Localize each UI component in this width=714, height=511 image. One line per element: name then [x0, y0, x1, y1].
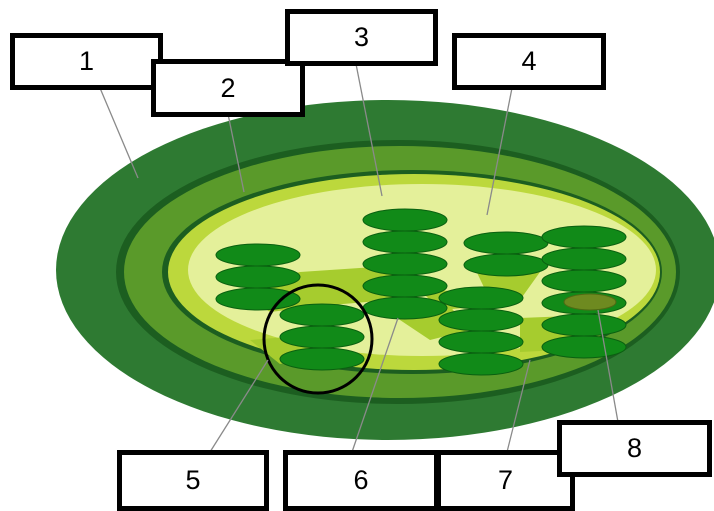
granum-highlight-circle [262, 283, 374, 395]
label-box-4: 4 [452, 33, 606, 90]
label-box-8: 8 [557, 420, 712, 477]
label-text-6: 6 [353, 465, 369, 495]
highlighted-disc [563, 293, 617, 311]
label-text-4: 4 [521, 46, 537, 76]
granum-center [362, 208, 448, 320]
granum-circled [279, 303, 365, 371]
leader-line-6 [351, 317, 399, 453]
leader-line-8 [597, 309, 619, 423]
label-box-1: 1 [10, 33, 163, 90]
leader-line-5 [209, 359, 269, 453]
label-text-7: 7 [497, 465, 514, 495]
leader-line-2 [227, 113, 245, 193]
granum-upper-right [463, 231, 549, 277]
label-text-5: 5 [185, 465, 201, 495]
label-text-3: 3 [353, 22, 370, 52]
label-box-7: 7 [436, 450, 575, 511]
leader-line-4 [486, 87, 513, 216]
label-box-5: 5 [117, 450, 269, 511]
label-box-2: 2 [151, 59, 305, 117]
label-text-2: 2 [220, 72, 236, 103]
granum-left [215, 243, 301, 311]
label-box-3: 3 [285, 9, 438, 66]
leader-lines [99, 63, 619, 453]
leader-line-1 [99, 87, 139, 179]
label-text-1: 1 [78, 46, 95, 76]
granum-lower-middle [438, 286, 524, 376]
label-text-8: 8 [626, 433, 643, 463]
label-box-6: 6 [283, 450, 439, 511]
leader-line-3 [355, 63, 383, 197]
leader-line-7 [506, 359, 531, 453]
